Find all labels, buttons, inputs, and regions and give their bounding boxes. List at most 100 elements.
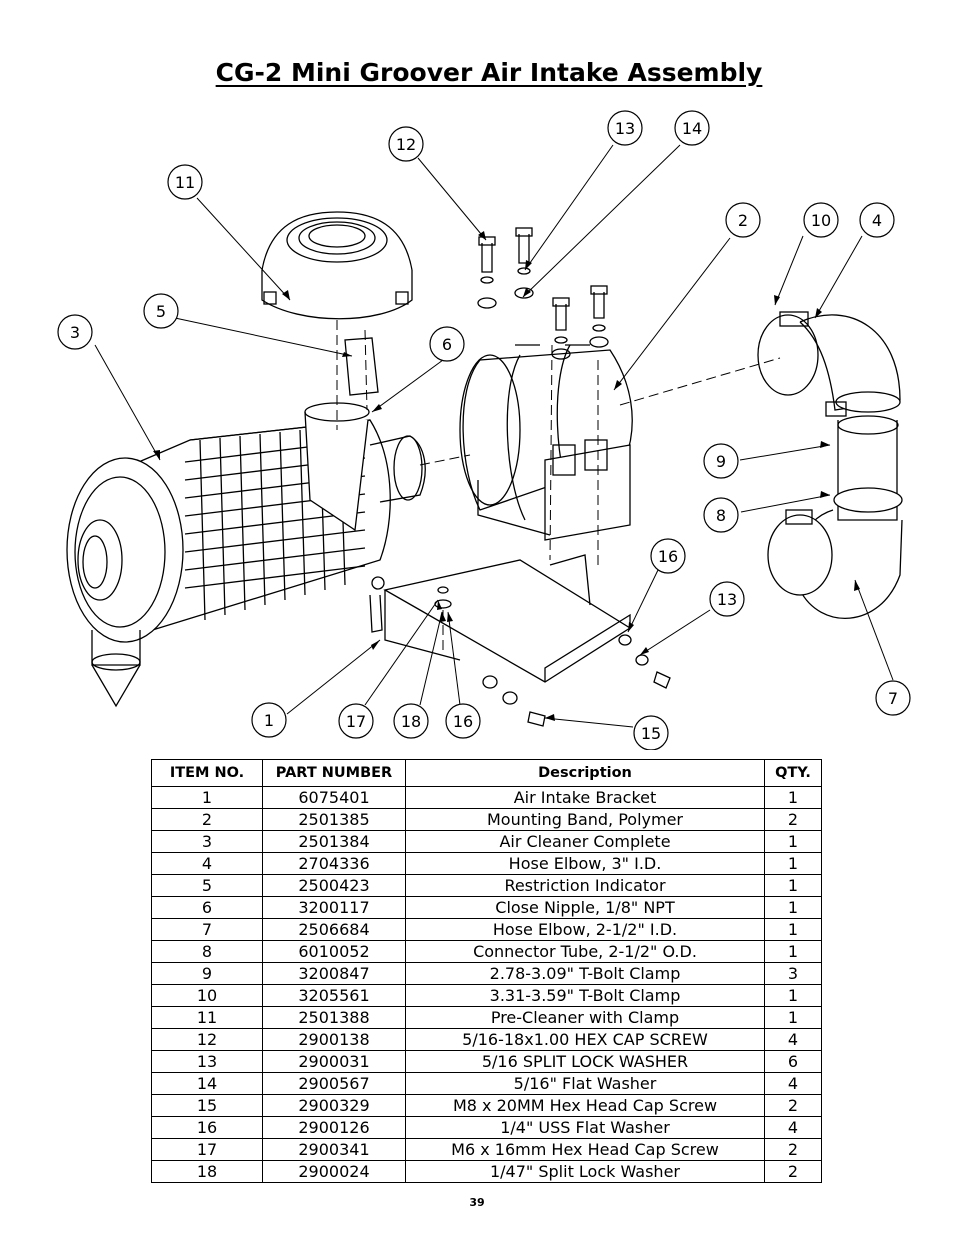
cell-description: M8 x 20MM Hex Head Cap Screw: [405, 1094, 765, 1117]
svg-text:5: 5: [156, 302, 166, 321]
callout-1: 1: [251, 702, 287, 738]
cell-item-no: 6: [151, 896, 263, 919]
callout-10: 10: [803, 202, 839, 238]
cell-qty: 1: [764, 984, 822, 1007]
cell-item-no: 13: [151, 1050, 263, 1073]
cell-item-no: 11: [151, 1006, 263, 1029]
cell-part-number: 6075401: [262, 786, 406, 809]
cell-description: Mounting Band, Polymer: [405, 808, 765, 831]
svg-text:11: 11: [175, 173, 195, 192]
pre-cleaner-drawing: [261, 211, 413, 396]
cell-item-no: 5: [151, 874, 263, 897]
header-description: Description: [405, 759, 765, 787]
cell-description: Connector Tube, 2-1/2" O.D.: [405, 940, 765, 963]
leader-lines: [94, 144, 894, 728]
assembly-lines: [336, 320, 781, 650]
cell-description: 1/4" USS Flat Washer: [405, 1116, 765, 1139]
cell-qty: 1: [764, 830, 822, 853]
svg-text:12: 12: [396, 135, 416, 154]
cell-part-number: 3200847: [262, 962, 406, 985]
svg-text:13: 13: [717, 590, 737, 609]
callout-balloons: 1 2 3 4 5 6 7 8 9 10 11 12 13 13 14 15 1…: [57, 110, 911, 750]
callout-8: 8: [703, 497, 739, 533]
callout-9: 9: [703, 443, 739, 479]
callout-16-right: 16: [650, 538, 686, 574]
cell-qty: 2: [764, 1160, 822, 1183]
cell-qty: 2: [764, 1138, 822, 1161]
header-part-number: PART NUMBER: [262, 759, 406, 787]
svg-text:3: 3: [70, 323, 80, 342]
exploded-assembly-diagram: 1 2 3 4 5 6 7 8 9 10 11 12 13 13 14 15 1…: [57, 110, 911, 750]
cell-description: 5/16" Flat Washer: [405, 1072, 765, 1095]
cell-description: M6 x 16mm Hex Head Cap Screw: [405, 1138, 765, 1161]
mounting-band-drawing: [459, 344, 633, 541]
cell-part-number: 2900341: [262, 1138, 406, 1161]
header-item-no: ITEM NO.: [151, 759, 263, 787]
cell-part-number: 2501388: [262, 1006, 406, 1029]
cell-part-number: 2501384: [262, 830, 406, 853]
cell-part-number: 2500423: [262, 874, 406, 897]
cell-part-number: 2900138: [262, 1028, 406, 1051]
svg-text:9: 9: [716, 452, 726, 471]
svg-text:1: 1: [264, 711, 274, 730]
callout-15: 15: [633, 715, 669, 750]
svg-text:17: 17: [346, 712, 366, 731]
header-qty: QTY.: [764, 759, 822, 787]
cell-qty: 1: [764, 1006, 822, 1029]
arrowheads: [153, 231, 860, 721]
cell-item-no: 16: [151, 1116, 263, 1139]
callout-17: 17: [338, 703, 374, 739]
cell-part-number: 2704336: [262, 852, 406, 875]
cell-item-no: 18: [151, 1160, 263, 1183]
cell-qty: 1: [764, 852, 822, 875]
cell-part-number: 2506684: [262, 918, 406, 941]
cell-qty: 2: [764, 1094, 822, 1117]
page-title: CG-2 Mini Groover Air Intake Assembly: [215, 58, 763, 87]
cell-description: Hose Elbow, 2-1/2" I.D.: [405, 918, 765, 941]
callout-2: 2: [725, 202, 761, 238]
cell-item-no: 12: [151, 1028, 263, 1051]
cell-part-number: 2900024: [262, 1160, 406, 1183]
cell-item-no: 2: [151, 808, 263, 831]
cell-description: Air Cleaner Complete: [405, 830, 765, 853]
svg-text:4: 4: [872, 211, 882, 230]
cell-qty: 4: [764, 1116, 822, 1139]
callout-13-bottom: 13: [709, 581, 745, 617]
cell-qty: 4: [764, 1072, 822, 1095]
cell-qty: 1: [764, 874, 822, 897]
cell-qty: 1: [764, 918, 822, 941]
svg-text:13: 13: [615, 119, 635, 138]
callout-18: 18: [393, 703, 429, 739]
air-cleaner-drawing: [66, 402, 426, 708]
cell-item-no: 15: [151, 1094, 263, 1117]
callout-6: 6: [429, 326, 465, 362]
cell-description: Air Intake Bracket: [405, 786, 765, 809]
callout-16-bottom: 16: [445, 703, 481, 739]
cell-qty: 4: [764, 1028, 822, 1051]
cell-description: 5/16 SPLIT LOCK WASHER: [405, 1050, 765, 1073]
callout-7: 7: [875, 680, 911, 716]
cell-part-number: 2900567: [262, 1072, 406, 1095]
svg-text:15: 15: [641, 724, 661, 743]
cell-item-no: 3: [151, 830, 263, 853]
fastener-drawing: [434, 227, 671, 727]
cell-item-no: 9: [151, 962, 263, 985]
cell-description: 2.78-3.09" T-Bolt Clamp: [405, 962, 765, 985]
cell-item-no: 17: [151, 1138, 263, 1161]
